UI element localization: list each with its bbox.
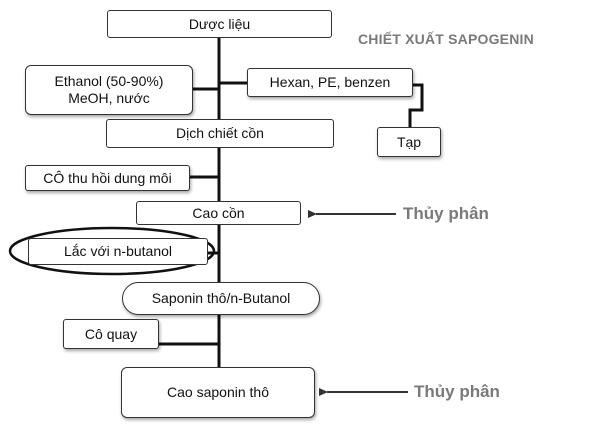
impurity-connector xyxy=(408,83,424,127)
crude-butanol-box: Saponin thô/n-Butanol xyxy=(122,282,320,315)
shake-box: Lắc với n-butanol xyxy=(28,238,208,265)
defat-box: Hexan, PE, benzen xyxy=(247,68,413,97)
solvent-box: Ethanol (50-90%) MeOH, nước xyxy=(25,65,193,115)
hydrolysis-label-1: Thủy phân xyxy=(403,204,489,223)
highlight-oval xyxy=(8,226,216,276)
diagram-title: CHIẾT XUẤT SAPOGENIN xyxy=(358,31,534,47)
crude-extract-box: Cao saponin thô xyxy=(121,367,315,418)
solvent-line-1: Ethanol (50-90%) xyxy=(54,73,164,89)
herb-box: Dược liệu xyxy=(107,10,332,38)
solvent-line-2: MeOH, nước xyxy=(68,90,150,106)
residue-box: Cao cồn xyxy=(136,201,301,225)
recover-box: CÔ thu hồi dung môi xyxy=(25,165,190,191)
rotavap-box: Cô quay xyxy=(63,319,159,349)
extract-box: Dịch chiết cồn xyxy=(106,119,334,148)
hydrolysis-label-2: Thủy phân xyxy=(414,382,500,401)
impurity-box: Tạp xyxy=(377,127,441,157)
